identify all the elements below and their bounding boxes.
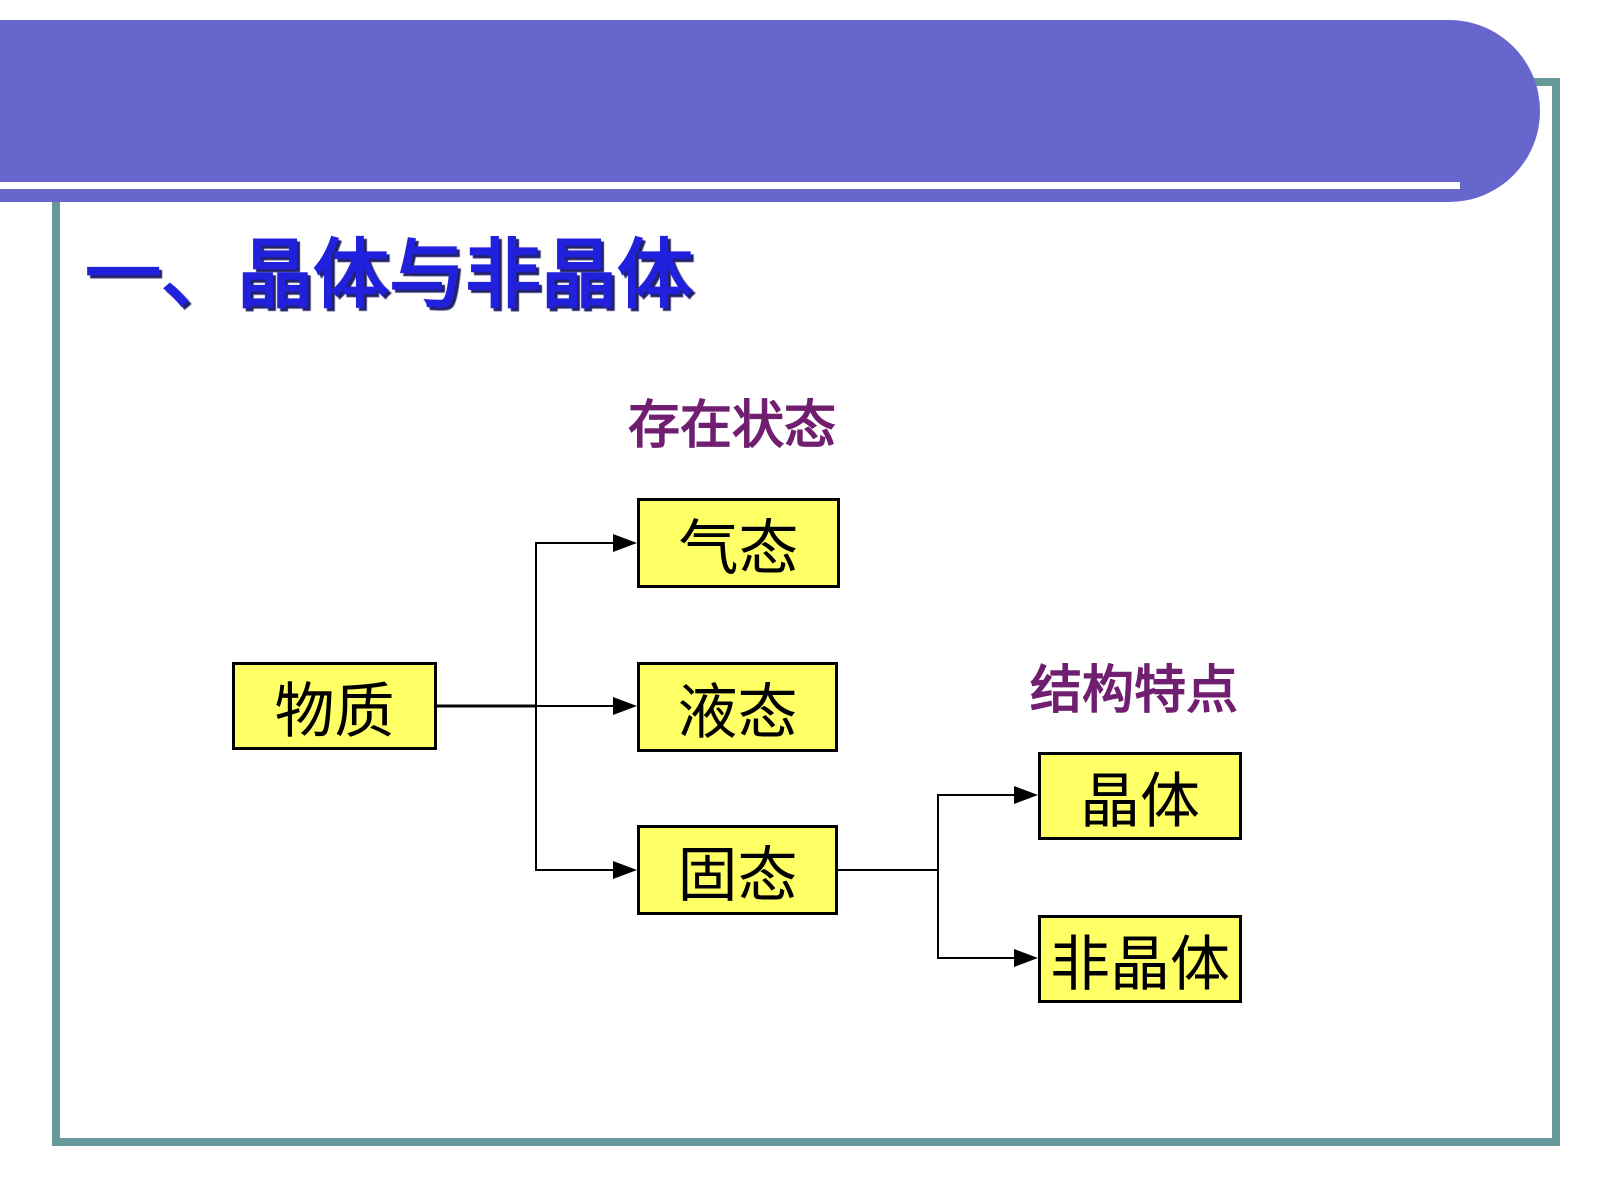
node-crystal: 晶体 bbox=[1038, 752, 1242, 840]
edge-matter-liquid-arrowhead bbox=[613, 697, 637, 715]
edge-matter-solid-arrowhead bbox=[613, 861, 637, 879]
node-solid: 固态 bbox=[637, 825, 838, 915]
node-matter: 物质 bbox=[232, 662, 437, 750]
edge-solid-crystal-arrowhead bbox=[1014, 786, 1038, 804]
node-liquid: 液态 bbox=[637, 662, 838, 752]
node-non-crystal: 非晶体 bbox=[1038, 915, 1242, 1003]
label-structure-feature: 结构特点 bbox=[1030, 660, 1239, 721]
page-title: 一、晶体与非晶体 bbox=[85, 230, 693, 319]
label-existence-state: 存在状态 bbox=[628, 395, 837, 456]
header-capsule-bar bbox=[0, 20, 1540, 202]
edge-solid-noncrystal-arrowhead bbox=[1014, 949, 1038, 967]
header-white-stripe bbox=[0, 182, 1460, 189]
edge-matter-gas-arrowhead bbox=[613, 534, 637, 552]
node-gas: 气态 bbox=[637, 498, 840, 588]
